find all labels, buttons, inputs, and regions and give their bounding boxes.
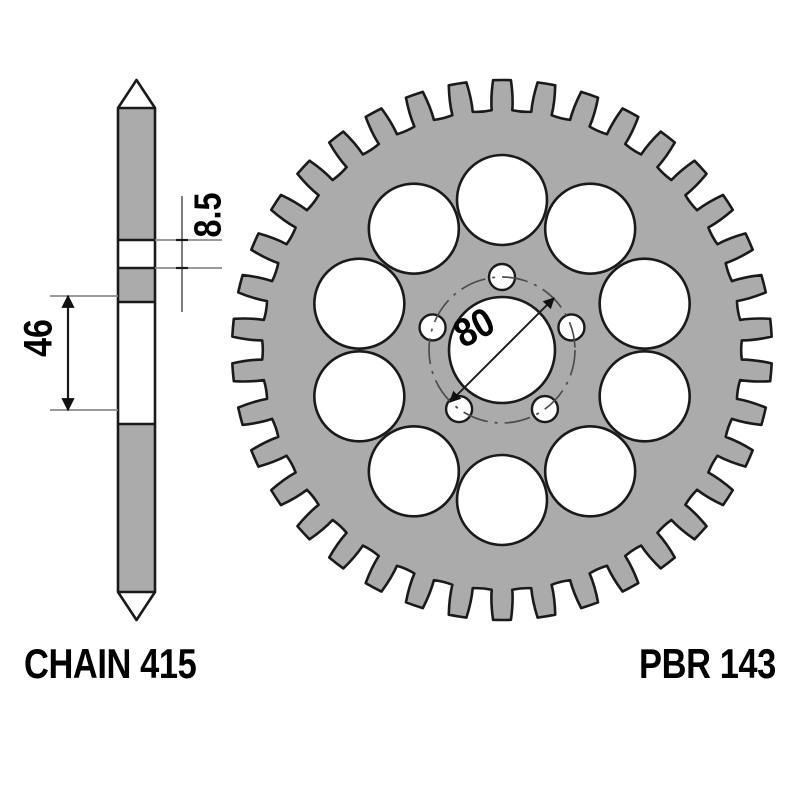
lightening-hole xyxy=(598,257,691,350)
profile-segment-gray-lower xyxy=(118,424,155,592)
bolt-hole xyxy=(418,313,447,342)
section-profile-view xyxy=(116,78,157,622)
lightening-hole xyxy=(367,182,461,275)
bolt-hole xyxy=(487,262,517,292)
chain-caption: CHAIN 415 xyxy=(24,640,197,687)
dimension-hub-span xyxy=(50,294,118,412)
bolt-hole xyxy=(444,394,474,424)
profile-segment-gray-band xyxy=(118,268,155,302)
bolt-hole-group xyxy=(418,262,586,424)
lightening-hole xyxy=(455,153,549,247)
lightening-hole xyxy=(313,350,406,443)
lightening-hole xyxy=(367,425,461,518)
lightening-hole-group xyxy=(313,153,691,547)
bolt-circle-dimension-line xyxy=(449,297,555,403)
lightening-hole xyxy=(543,425,637,518)
dimension-thickness xyxy=(155,196,222,312)
bolt-pitch-circle-centerline xyxy=(428,276,576,424)
profile-segment-gray-upper xyxy=(118,108,155,240)
lightening-hole xyxy=(543,182,637,275)
sprocket-face-view xyxy=(231,78,773,622)
lightening-hole xyxy=(313,257,406,350)
part-number-caption: PBR 143 xyxy=(639,640,776,687)
lightening-hole xyxy=(455,453,549,547)
dimension-hub-span-label: 46 xyxy=(16,319,61,357)
lightening-hole xyxy=(598,350,691,443)
dimension-thickness-label: 8.5 xyxy=(187,192,230,238)
